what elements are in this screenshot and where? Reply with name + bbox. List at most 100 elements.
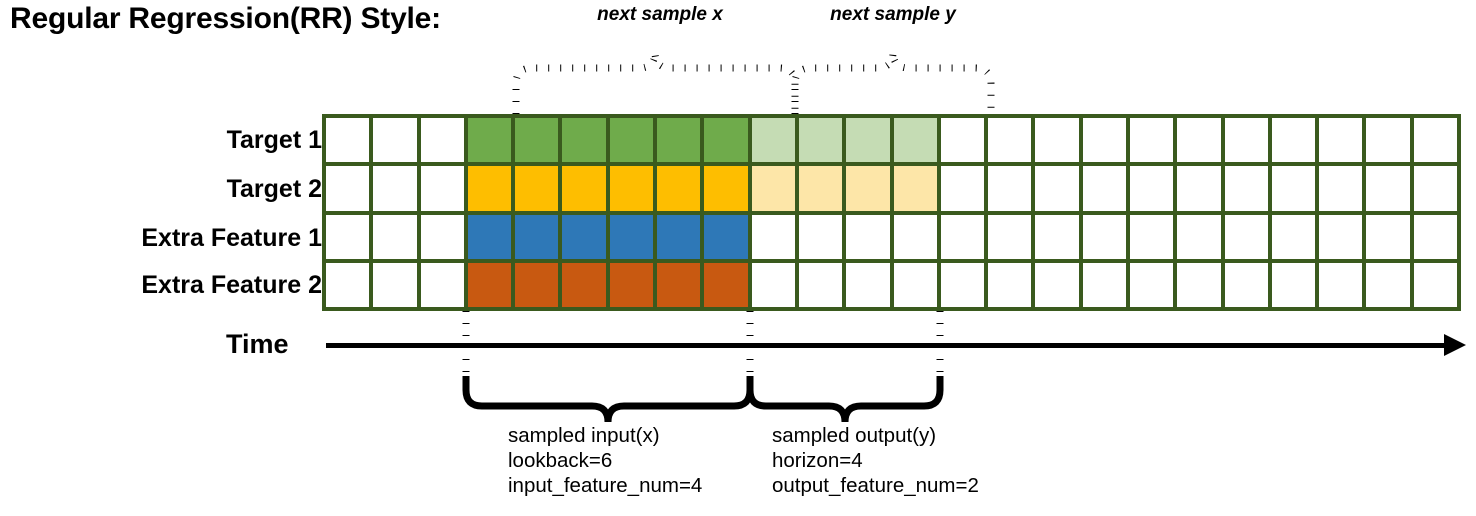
grid-cell-extra-feature-2-21: [1319, 262, 1363, 307]
grid-cell-target-1-5: [562, 118, 606, 163]
grid-cell-target-2-21: [1319, 166, 1363, 211]
grid-cell-extra-feature-1-10: [798, 214, 843, 259]
grid-cell-target-1-0: [326, 118, 370, 163]
grid-cell-target-1-10: [798, 118, 843, 163]
grid-cell-target-2-19: [1224, 166, 1268, 211]
grid-cell-extra-feature-1-22: [1366, 214, 1410, 259]
grid-cell-target-2-20: [1271, 166, 1316, 211]
row-label-target-1: Target 1: [226, 126, 322, 154]
sampled-output-caption-line-3: output_feature_num=2: [772, 474, 979, 497]
grid-cell-target-1-19: [1224, 118, 1268, 163]
grid-cell-target-2-9: [751, 166, 795, 211]
row-label-extra-feature-2: Extra Feature 2: [141, 271, 322, 299]
grid-cell-extra-feature-1-7: [657, 214, 701, 259]
grid-cell-extra-feature-2-17: [1129, 262, 1174, 307]
grid-cell-extra-feature-2-13: [940, 262, 985, 307]
next-sample-x-brace-icon: [512, 51, 799, 114]
grid-cell-extra-feature-2-16: [1082, 262, 1126, 307]
grid-cell-extra-feature-1-15: [1035, 214, 1079, 259]
grid-cell-target-1-16: [1082, 118, 1126, 163]
row-label-extra-feature-1: Extra Feature 1: [141, 224, 322, 252]
grid-cell-target-2-16: [1082, 166, 1126, 211]
grid-cell-target-1-13: [940, 118, 985, 163]
grid-cell-target-2-7: [657, 166, 701, 211]
grid-cell-target-1-14: [988, 118, 1032, 163]
grid-cell-extra-feature-1-12: [893, 214, 937, 259]
grid-cell-extra-feature-1-2: [420, 214, 464, 259]
sampled-output-caption-line-1: sampled output(y): [772, 424, 937, 447]
grid-cell-target-2-13: [940, 166, 985, 211]
grid-cell-extra-feature-2-7: [657, 262, 701, 307]
sampled-input-caption-line-2: lookback=6: [508, 449, 613, 472]
grid-cell-target-1-20: [1271, 118, 1316, 163]
grid-cell-extra-feature-2-14: [988, 262, 1032, 307]
grid-cell-extra-feature-2-22: [1366, 262, 1410, 307]
grid-cell-target-1-12: [893, 118, 937, 163]
grid-cell-extra-feature-2-5: [562, 262, 606, 307]
grid-cell-target-1-11: [846, 118, 890, 163]
grid-cell-extra-feature-2-19: [1224, 262, 1268, 307]
grid-cell-extra-feature-2-9: [751, 262, 795, 307]
grid-cell-target-1-18: [1177, 118, 1221, 163]
grid-cell-extra-feature-1-16: [1082, 214, 1126, 259]
next-sample-y-brace-icon: [791, 51, 995, 114]
grid-cell-target-2-18: [1177, 166, 1221, 211]
row-label-target-2: Target 2: [226, 175, 322, 203]
grid-cell-extra-feature-1-14: [988, 214, 1032, 259]
grid-cell-extra-feature-1-23: [1413, 214, 1457, 259]
grid-cell-target-2-8: [704, 166, 748, 211]
grid-cell-target-2-22: [1366, 166, 1410, 211]
grid-cell-target-1-7: [657, 118, 701, 163]
grid-cell-extra-feature-2-23: [1413, 262, 1457, 307]
grid-cell-target-1-9: [751, 118, 795, 163]
grid-cell-extra-feature-2-11: [846, 262, 890, 307]
grid-cell-extra-feature-1-18: [1177, 214, 1221, 259]
grid-cell-extra-feature-1-13: [940, 214, 985, 259]
grid-cell-extra-feature-1-8: [704, 214, 748, 259]
grid-cell-target-1-6: [609, 118, 654, 163]
grid-cell-target-2-12: [893, 166, 937, 211]
sampled-input-caption-line-3: input_feature_num=4: [508, 474, 703, 497]
grid-cell-extra-feature-2-20: [1271, 262, 1316, 307]
grid-cell-target-1-15: [1035, 118, 1079, 163]
page-title: Regular Regression(RR) Style:: [10, 2, 441, 35]
grid-cell-target-2-6: [609, 166, 654, 211]
grid-cell-extra-feature-2-4: [515, 262, 559, 307]
time-axis-line: [326, 343, 1450, 348]
sampled-output-caption-line-2: horizon=4: [772, 449, 863, 472]
grid-cell-target-2-5: [562, 166, 606, 211]
grid-cell-extra-feature-1-21: [1319, 214, 1363, 259]
grid-cell-target-2-15: [1035, 166, 1079, 211]
time-axis-arrow-icon: [1444, 334, 1466, 356]
grid-cell-extra-feature-1-6: [609, 214, 654, 259]
grid-cell-target-1-23: [1413, 118, 1457, 163]
sampled-output-brace-icon: [746, 376, 944, 423]
grid-cell-target-1-3: [467, 118, 512, 163]
grid-cell-extra-feature-1-1: [373, 214, 417, 259]
sampled-input-caption: sampled input(x) lookback=6 input_featur…: [508, 423, 702, 498]
grid-cell-target-2-4: [515, 166, 559, 211]
grid-cell-target-2-11: [846, 166, 890, 211]
grid-cell-target-1-22: [1366, 118, 1410, 163]
grid-cell-extra-feature-2-3: [467, 262, 512, 307]
sampled-input-brace-icon: [462, 376, 754, 423]
grid-cell-target-1-8: [704, 118, 748, 163]
grid-cell-target-2-2: [420, 166, 464, 211]
grid-cell-target-2-3: [467, 166, 512, 211]
grid-cell-extra-feature-2-15: [1035, 262, 1079, 307]
grid-cell-extra-feature-1-3: [467, 214, 512, 259]
next-sample-y-label: next sample y: [830, 4, 956, 25]
grid-cell-extra-feature-2-0: [326, 262, 370, 307]
next-sample-x-label: next sample x: [597, 4, 723, 25]
grid-cell-extra-feature-2-6: [609, 262, 654, 307]
grid-cell-extra-feature-1-19: [1224, 214, 1268, 259]
grid-cell-extra-feature-1-5: [562, 214, 606, 259]
grid-cell-target-1-17: [1129, 118, 1174, 163]
grid-cell-extra-feature-2-10: [798, 262, 843, 307]
timeseries-grid: [322, 114, 1461, 311]
grid-cell-extra-feature-1-9: [751, 214, 795, 259]
grid-cell-target-1-1: [373, 118, 417, 163]
sampled-input-caption-line-1: sampled input(x): [508, 424, 660, 447]
grid-cell-target-2-1: [373, 166, 417, 211]
